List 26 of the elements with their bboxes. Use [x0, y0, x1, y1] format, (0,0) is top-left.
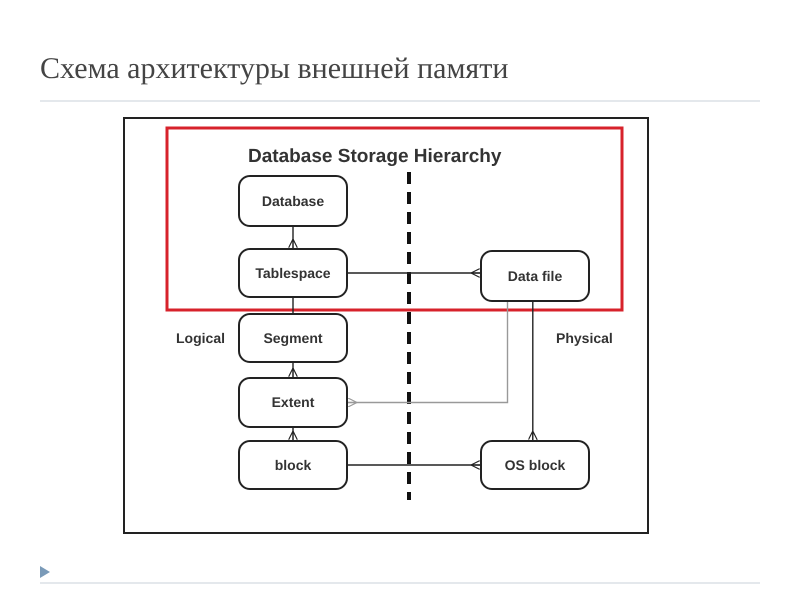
- connector-line: [348, 268, 481, 278]
- entity-box: [238, 313, 348, 363]
- connector-line: [292, 298, 294, 313]
- entity-box: [238, 440, 348, 490]
- entity-name: Data file: [508, 268, 562, 284]
- entity-name: block: [274, 456, 312, 474]
- connector-line: [288, 363, 298, 378]
- connector-line: [288, 428, 298, 441]
- connector-line: [288, 227, 298, 249]
- entity-box: [238, 377, 348, 428]
- connector-line: [348, 460, 481, 470]
- slide-title: Схема архитектуры внешней памяти: [40, 52, 508, 86]
- entity-name: Extent: [272, 394, 314, 411]
- connector-line: [528, 302, 538, 441]
- entity-name: Tablespace: [255, 264, 331, 282]
- entity-box: [480, 250, 590, 302]
- connector-line: [347, 302, 508, 408]
- entity-box: [238, 175, 348, 227]
- section-label: Physical: [556, 330, 613, 346]
- entity-box: [238, 248, 348, 298]
- section-label: Logical: [176, 330, 226, 346]
- entity-name: Database: [262, 192, 324, 210]
- diagram-heading: Database Storage Hierarchy: [248, 146, 502, 168]
- entity-name: Segment: [263, 330, 323, 346]
- entity-name: OS block: [504, 456, 566, 474]
- entity-box: [480, 440, 590, 490]
